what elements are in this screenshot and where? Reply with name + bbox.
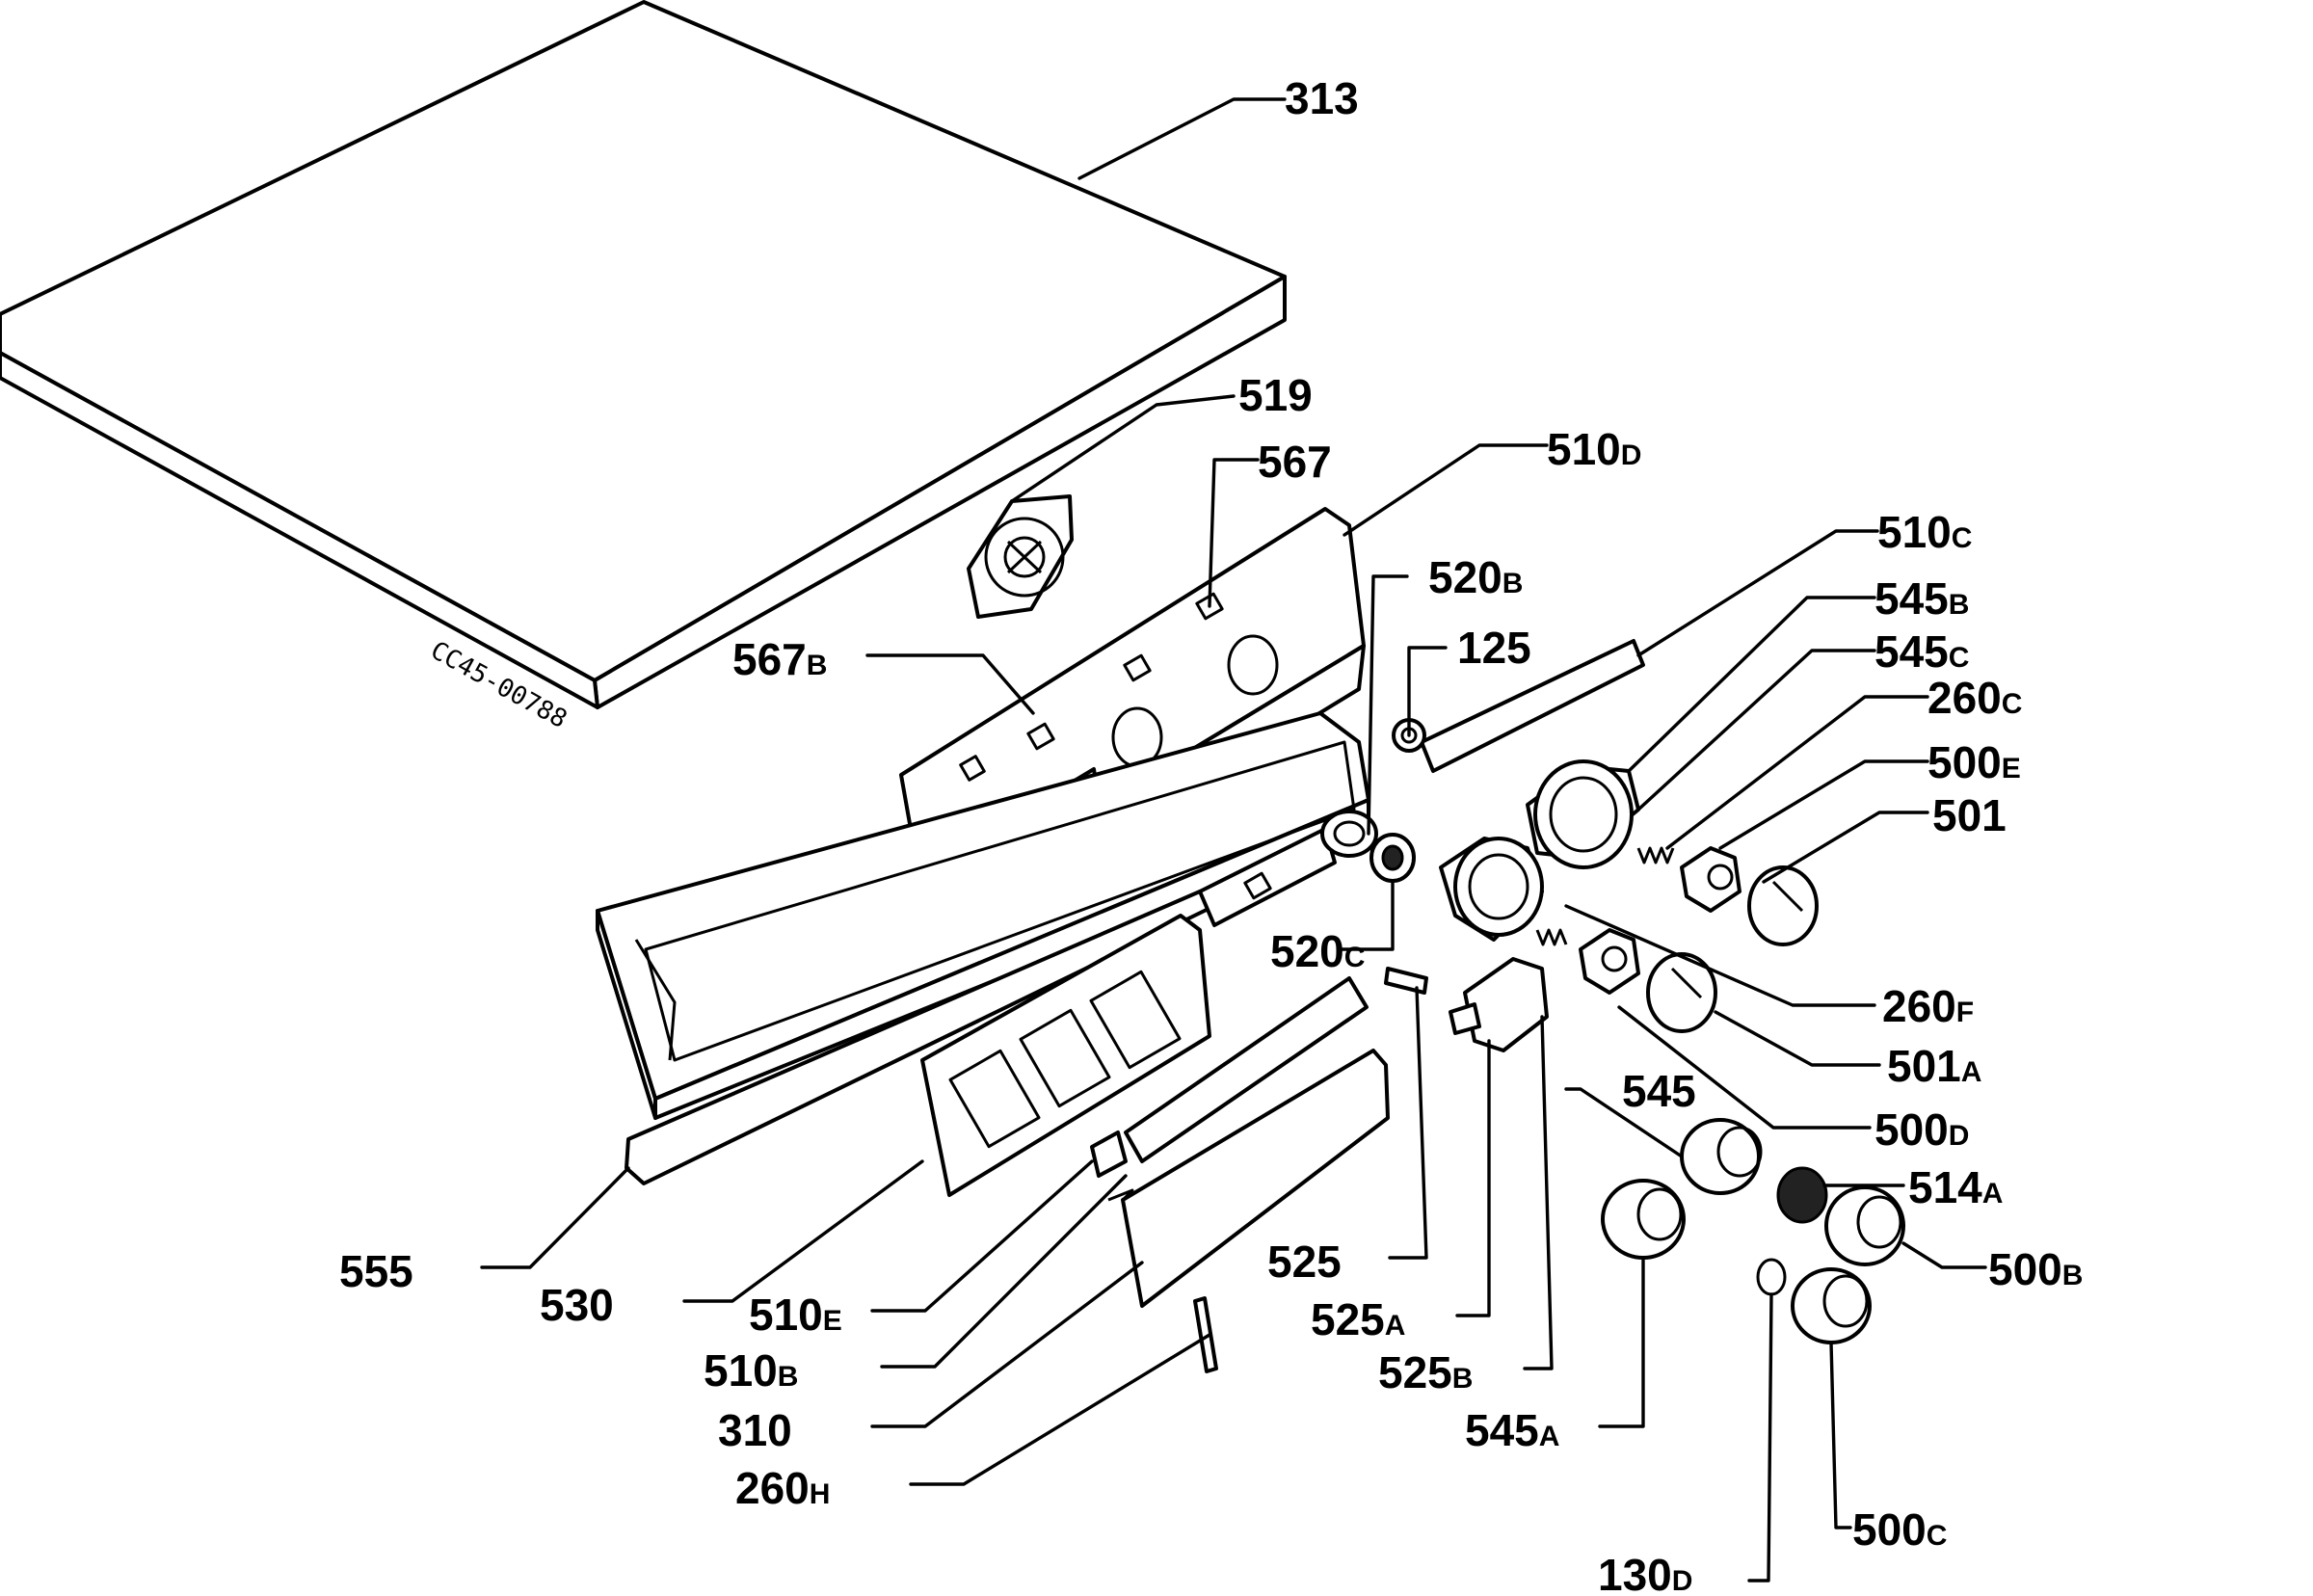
label-520c: 520C <box>1270 926 1365 976</box>
label-510d: 510D <box>1547 424 1641 474</box>
part-519-round-cap <box>967 494 1074 619</box>
part-555-lower-strip <box>625 890 1216 1185</box>
label-130d: 130D <box>1598 1550 1692 1591</box>
label-313: 313 <box>1285 73 1359 123</box>
label-510e: 510E <box>749 1290 842 1340</box>
leader-lines <box>480 97 1987 1583</box>
part-small-squares <box>1090 1130 1128 1178</box>
label-567: 567 <box>1258 437 1332 487</box>
label-510b: 510B <box>704 1345 798 1396</box>
label-555: 555 <box>339 1246 413 1296</box>
label-545a: 545A <box>1465 1405 1559 1455</box>
label-567b: 567B <box>732 634 827 684</box>
part-500c-cap <box>1791 1267 1872 1344</box>
part-545c-ring <box>1439 837 1544 942</box>
label-525b: 525B <box>1378 1347 1473 1397</box>
part-313-top-cover <box>0 0 1287 709</box>
label-545c: 545C <box>1874 626 1969 677</box>
callout-labels: 313 519 567 510D 567B 520B 125 510C 545B… <box>339 73 2083 1596</box>
part-window-piece <box>1198 827 1337 927</box>
part-525-shaft <box>1384 967 1428 995</box>
label-500b: 500B <box>1988 1244 2083 1294</box>
part-310-drawer-front <box>1107 1049 1390 1308</box>
part-525b-button <box>1449 957 1549 1052</box>
part-520c-gear <box>1369 833 1416 883</box>
label-260c: 260C <box>1928 673 2022 723</box>
part-501-knob <box>1747 865 1819 946</box>
part-501a-knob <box>1646 952 1717 1033</box>
part-545b-ring <box>1526 759 1640 869</box>
part-545a-roller <box>1601 1179 1686 1260</box>
part-510e-drawer-housing <box>920 914 1211 1197</box>
label-501: 501 <box>1932 790 2007 840</box>
part-260h-pin <box>1193 1296 1218 1373</box>
label-501a: 501A <box>1887 1041 1981 1091</box>
label-525: 525 <box>1267 1237 1342 1287</box>
label-500c: 500C <box>1852 1504 1947 1555</box>
part-500d-cam <box>1579 928 1640 995</box>
part-500b-cap <box>1824 1185 1905 1266</box>
label-530: 530 <box>540 1280 614 1330</box>
part-500e-cam <box>1680 846 1741 913</box>
label-500e: 500E <box>1928 737 2021 787</box>
label-260f: 260F <box>1882 981 1974 1031</box>
label-500d: 500D <box>1874 1104 1969 1155</box>
part-260f-spring <box>1535 928 1568 946</box>
part-510c-strip <box>1420 639 1645 773</box>
label-260h: 260H <box>735 1463 830 1513</box>
part-514a-ring <box>1776 1166 1828 1224</box>
label-310: 310 <box>718 1405 792 1455</box>
label-545: 545 <box>1622 1066 1696 1116</box>
label-510c: 510C <box>1877 507 1972 557</box>
part-520b-ring <box>1320 810 1378 858</box>
part-260c-spring <box>1636 846 1675 864</box>
label-125: 125 <box>1457 623 1531 673</box>
label-514a: 514A <box>1908 1162 2003 1212</box>
part-530-front-panel <box>596 711 1370 1120</box>
part-130d-oring <box>1756 1258 1787 1296</box>
part-545-roller <box>1680 1118 1763 1195</box>
label-520b: 520B <box>1428 552 1523 602</box>
label-519: 519 <box>1238 370 1313 420</box>
label-545b: 545B <box>1874 573 1969 624</box>
part-510b-strip <box>1124 976 1369 1163</box>
label-525a: 525A <box>1311 1294 1405 1344</box>
